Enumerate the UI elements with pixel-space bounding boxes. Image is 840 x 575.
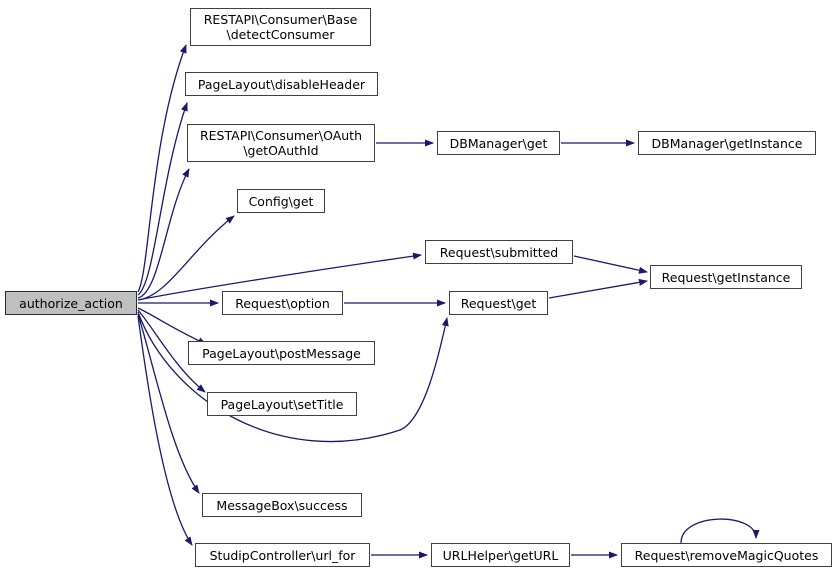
graph-node-detectConsumer[interactable]: RESTAPI\Consumer\Base \detectConsumer <box>190 8 371 46</box>
graph-node-label: StudipController\url_for <box>209 547 356 563</box>
graph-node-label: PageLayout\setTitle <box>220 396 344 412</box>
graph-node-requestGetInstance[interactable]: Request\getInstance <box>650 265 802 289</box>
graph-node-label: DBManager\getInstance <box>651 135 803 151</box>
graph-node-label: PageLayout\disableHeader <box>197 76 366 92</box>
graph-node-label: RESTAPI\Consumer\Base \detectConsumer <box>203 12 358 42</box>
graph-node-getOAuthId[interactable]: RESTAPI\Consumer\OAuth \getOAuthId <box>187 124 375 162</box>
graph-node-requestGet[interactable]: Request\get <box>449 291 548 315</box>
graph-node-label: URLHelper\getURL <box>442 547 559 563</box>
call-edge <box>137 215 235 301</box>
call-edge <box>573 255 648 274</box>
call-edge <box>137 315 193 546</box>
graph-node-label: Config\get <box>248 193 314 209</box>
graph-node-disableHeader[interactable]: PageLayout\disableHeader <box>185 72 378 96</box>
graph-node-label: Request\getInstance <box>661 269 791 285</box>
graph-node-getURL[interactable]: URLHelper\getURL <box>431 543 570 567</box>
call-edge <box>137 168 190 299</box>
call-edge <box>680 518 760 544</box>
call-edge <box>137 307 207 345</box>
graph-node-urlFor[interactable]: StudipController\url_for <box>195 543 370 567</box>
graph-node-label: PageLayout\postMessage <box>202 345 361 361</box>
graph-node-requestSubmitted[interactable]: Request\submitted <box>425 240 573 264</box>
graph-node-label: Request\option <box>235 295 330 311</box>
graph-node-postMessage[interactable]: PageLayout\postMessage <box>188 341 375 365</box>
call-edge <box>137 44 187 293</box>
graph-node-messageBoxSuccess[interactable]: MessageBox\success <box>202 493 362 517</box>
graph-node-label: MessageBox\success <box>216 497 348 513</box>
graph-node-configGet[interactable]: Config\get <box>237 189 325 213</box>
graph-node-removeMagicQuotes[interactable]: Request\removeMagicQuotes <box>621 543 832 567</box>
graph-node-label: Request\removeMagicQuotes <box>634 547 819 563</box>
graph-node-label: Request\submitted <box>439 244 559 260</box>
graph-node-authorize_action[interactable]: authorize_action <box>5 291 137 315</box>
call-edge <box>548 278 648 299</box>
graph-node-dbManagerGet[interactable]: DBManager\get <box>437 131 560 155</box>
graph-node-setTitle[interactable]: PageLayout\setTitle <box>207 392 357 416</box>
graph-node-label: authorize_action <box>19 295 123 311</box>
graph-node-label: DBManager\get <box>449 135 548 151</box>
graph-node-label: RESTAPI\Consumer\OAuth \getOAuthId <box>199 128 363 158</box>
graph-node-label: Request\get <box>460 295 537 311</box>
call-edge <box>137 102 188 296</box>
graph-node-dbManagerGetInstance[interactable]: DBManager\getInstance <box>638 131 816 155</box>
graph-node-requestOption[interactable]: Request\option <box>222 291 343 315</box>
call-edge <box>137 311 449 443</box>
